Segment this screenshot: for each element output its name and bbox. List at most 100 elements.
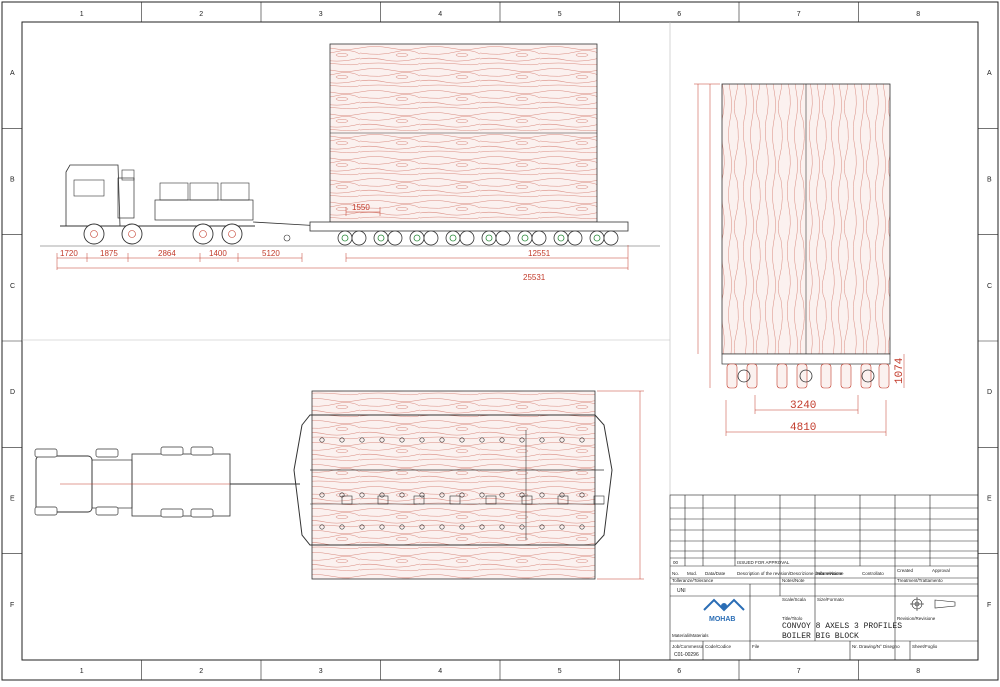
end-wheel	[746, 363, 758, 389]
column-ref: 6	[677, 11, 681, 18]
tractor-wheel	[83, 223, 105, 245]
dim-5120: 5120	[262, 249, 280, 258]
top-wheels	[34, 446, 214, 518]
dim-3240: 3240	[790, 400, 816, 412]
side-view: 1720 1875 2864 1400 5120 1550 12551 2553…	[40, 43, 660, 282]
boiler-block-top	[311, 390, 596, 580]
dim-1550: 1550	[352, 203, 370, 212]
end-wheel	[776, 363, 788, 389]
row-ref: C	[10, 283, 15, 290]
drawing-label: Nr. Drawing/N° Disegno	[852, 644, 900, 649]
dim-1875: 1875	[100, 249, 118, 258]
tractor-wheel-top	[34, 506, 58, 516]
column-ref: 1	[80, 11, 84, 18]
end-wheel	[860, 363, 872, 389]
mohab-logo-icon: MOHAB	[703, 598, 745, 623]
sheet-label: Sheet/Foglio	[912, 644, 938, 649]
row-ref: A	[987, 70, 992, 77]
column-ref: 2	[199, 668, 203, 675]
column-ref: 7	[797, 668, 801, 675]
trailer-outline-top	[293, 414, 613, 546]
top-view	[34, 390, 644, 580]
tractor-wheel-top	[95, 448, 119, 458]
notes-label: Notes/Note	[782, 578, 805, 583]
column-ref: 1	[80, 668, 84, 675]
dim-4810: 4810	[790, 422, 816, 434]
trailer-dots	[319, 437, 605, 530]
trailer-deck-side	[309, 221, 629, 232]
tractor-wheel-top	[190, 446, 214, 456]
dim-2864: 2864	[158, 249, 176, 258]
dim-1720: 1720	[60, 249, 78, 258]
trailer-wheel	[517, 230, 533, 246]
column-ref: 2	[199, 11, 203, 18]
row-ref: A	[10, 70, 15, 77]
col-approval: Approval	[932, 568, 950, 573]
row-ref: B	[10, 177, 15, 184]
row-ref: E	[10, 496, 15, 503]
col-controlled: Controllato	[862, 571, 884, 576]
title-label: Title/Titolo	[782, 616, 803, 621]
row-ref: D	[10, 389, 15, 396]
end-wheel	[820, 363, 832, 389]
tolerance-value: UNI	[677, 588, 686, 594]
rev-issued: ISSUED FOR APPROVAL	[737, 560, 790, 565]
side-wheels	[83, 223, 619, 246]
rev-number: 00	[673, 560, 679, 565]
tractor-wheel	[221, 223, 243, 245]
title-block	[669, 494, 979, 661]
dim-1400: 1400	[209, 249, 227, 258]
tractor-wheel-top	[160, 508, 184, 518]
scale-label: Scale/Scala	[782, 597, 806, 602]
column-ref: 5	[558, 11, 562, 18]
size-label: Size/Formato	[817, 597, 844, 602]
column-ref: 4	[438, 11, 442, 18]
dim-1074: 1074	[894, 357, 906, 384]
col-date: Data/Date	[705, 571, 726, 576]
tractor-wheel-top	[95, 506, 119, 516]
tractor-wheel-top	[34, 448, 58, 458]
row-ref: B	[987, 177, 992, 184]
column-ref: 3	[319, 11, 323, 18]
trailer-wheel	[373, 230, 389, 246]
tractor-wheel	[192, 223, 214, 245]
col-created: Created	[897, 568, 914, 573]
file-label: File	[752, 644, 760, 649]
material-label: Materiali/Materials	[672, 633, 709, 638]
row-ref: C	[987, 283, 992, 290]
tractor-wheel-top	[160, 446, 184, 456]
row-ref: F	[987, 602, 991, 609]
end-wheels	[726, 363, 890, 389]
revision-label: Revision/Revisione	[897, 616, 936, 621]
trailer-wheel	[589, 230, 605, 246]
trailer-wheel	[553, 230, 569, 246]
end-wheel	[840, 363, 852, 389]
column-ref: 4	[438, 668, 442, 675]
trailer-wheel	[481, 230, 497, 246]
trailer-wheel	[409, 230, 425, 246]
row-ref: E	[987, 496, 992, 503]
column-ref: 6	[677, 668, 681, 675]
end-wheel	[796, 363, 808, 389]
tolerance-label: Tolleranze/Tolerance	[672, 578, 714, 583]
tractor-wheel-top	[190, 508, 214, 518]
title-line-2: BOILER BIG BLOCK	[782, 632, 859, 641]
column-ref: 3	[319, 668, 323, 675]
projection-symbol-icon	[910, 597, 956, 611]
col-no: No.	[672, 571, 679, 576]
column-ref: 7	[797, 11, 801, 18]
treatment-label: Treatment/Trattamento	[897, 578, 943, 583]
col-description: Description of the revision/Descrizione …	[737, 571, 844, 576]
code-label: Code/Codice	[705, 644, 732, 649]
end-view: 3240 4810 1074	[694, 83, 906, 436]
trailer-wheel	[337, 230, 353, 246]
column-ref: 5	[558, 668, 562, 675]
col-name: Nome/Name	[817, 571, 843, 576]
job-value: C01-00296	[674, 652, 699, 658]
trailer-wheel	[445, 230, 461, 246]
dim-25531: 25531	[523, 273, 546, 282]
end-wheel	[726, 363, 738, 389]
